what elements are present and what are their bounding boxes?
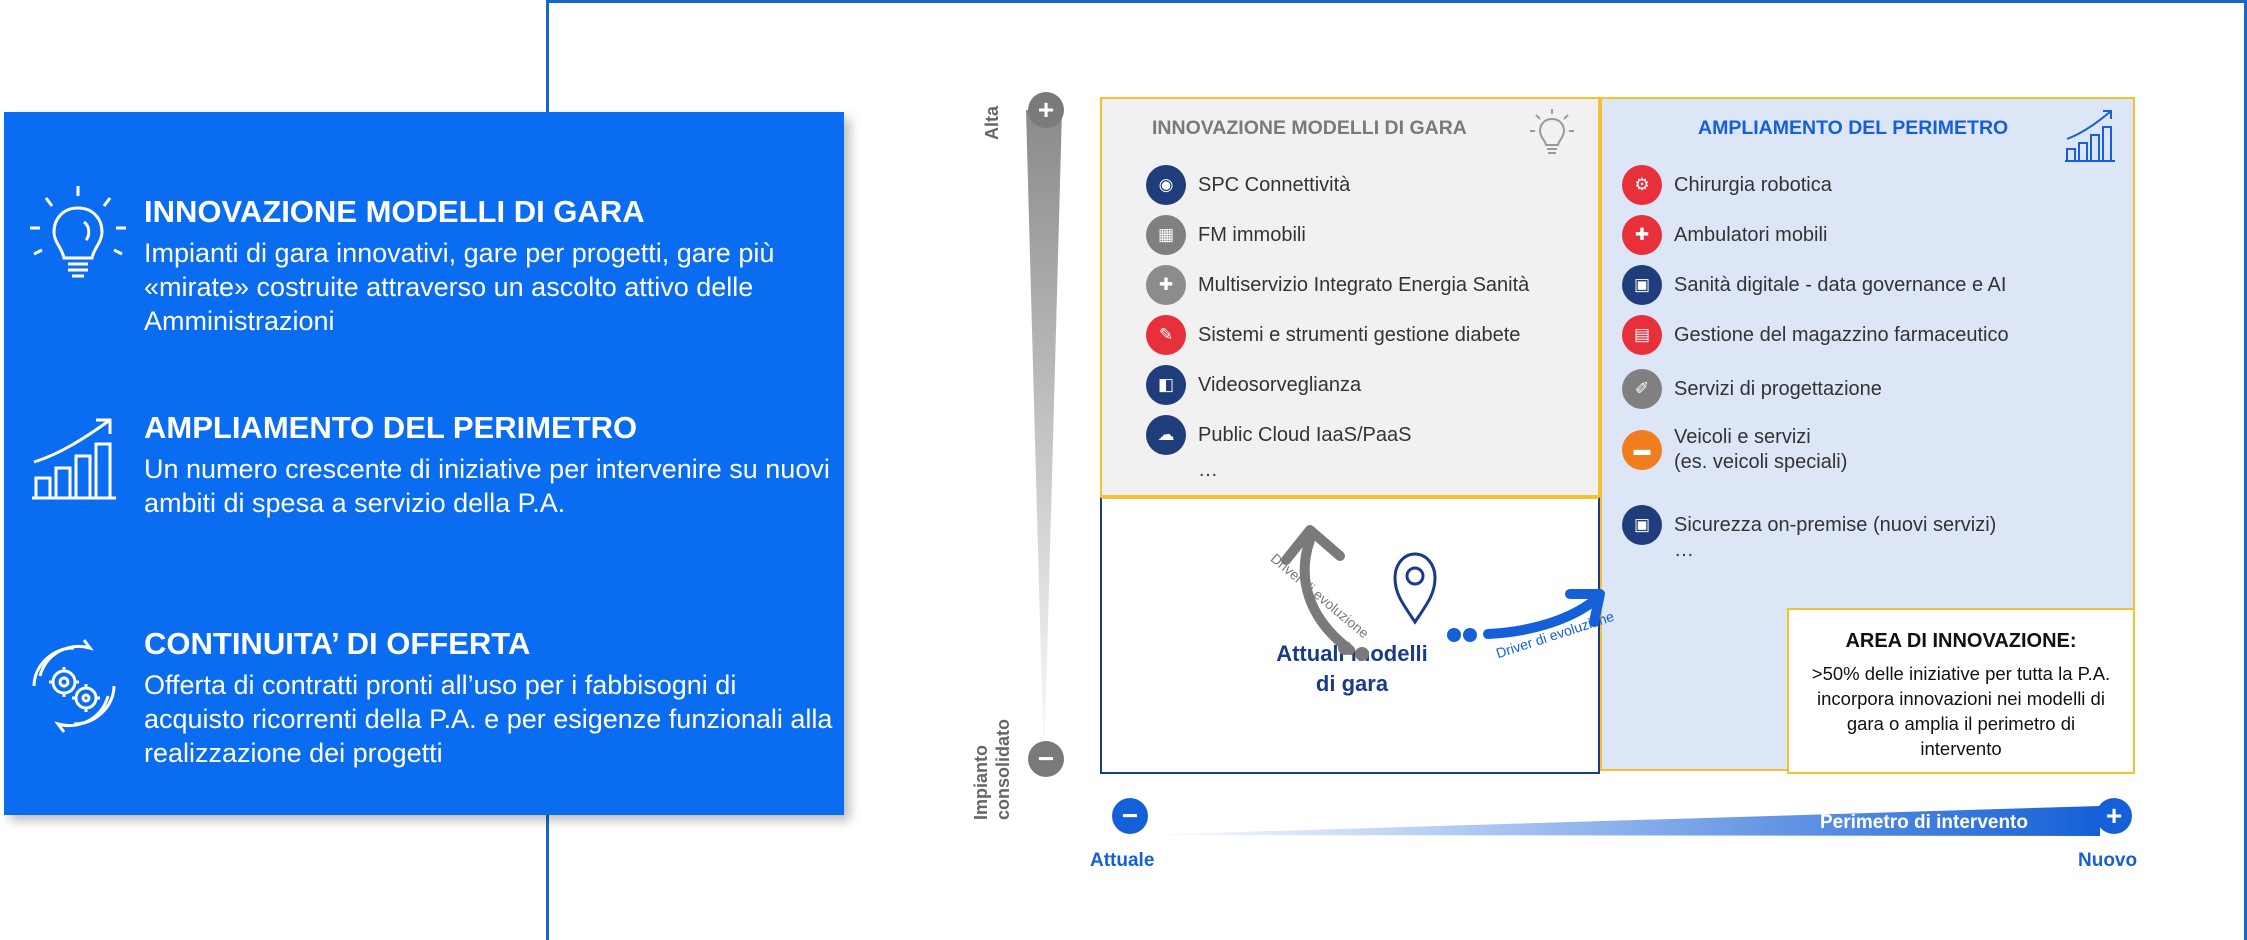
- driver-arrows: [1281, 525, 1605, 661]
- section-title: CONTINUITA’ DI OFFERTA: [144, 626, 531, 661]
- list-item: ☁Public Cloud IaaS/PaaS: [1146, 415, 1411, 455]
- growth-chart-icon: [2065, 110, 2115, 162]
- syringe-icon: ✎: [1146, 315, 1186, 355]
- y-axis-bottom-label: Impianto consolidato: [971, 718, 1013, 820]
- ambulance-icon: ✚: [1622, 215, 1662, 255]
- innovation-area-box: AREA DI INNOVAZIONE: >50% delle iniziati…: [1787, 608, 2135, 774]
- list-item: ▦FM immobili: [1146, 215, 1306, 255]
- list-item: ▤Gestione del magazzino farmaceutico: [1622, 315, 2009, 355]
- section-body: Un numero crescente di iniziative per in…: [144, 454, 830, 518]
- gears-cycle-icon: [24, 636, 132, 744]
- x-axis-minus-icon: −: [1112, 798, 1148, 834]
- cloud-icon: ☁: [1146, 415, 1186, 455]
- camera-icon: ◧: [1146, 365, 1186, 405]
- x-axis-wedge: [1140, 806, 2100, 836]
- innovation-matrix: Innovazione modelli Alta + Impianto cons…: [960, 60, 2160, 900]
- list-item: ▬Veicoli e servizi(es. veicoli speciali): [1622, 425, 1847, 475]
- section-title: INNOVAZIONE MODELLI DI GARA: [144, 194, 645, 229]
- security-icon: ▣: [1622, 505, 1662, 545]
- list-ellipsis: …: [1198, 459, 1218, 481]
- left-panel: INNOVAZIONE MODELLI DI GARA Impianti di …: [4, 112, 844, 815]
- y-axis-plus-icon: +: [1028, 92, 1064, 128]
- building-icon: ▦: [1146, 215, 1186, 255]
- section-innovation: INNOVAZIONE MODELLI DI GARA Impianti di …: [144, 194, 834, 338]
- hospital-icon: ✚: [1146, 265, 1186, 305]
- robot-arm-icon: ⚙: [1622, 165, 1662, 205]
- location-pin-icon: [1393, 552, 1437, 625]
- list-item: ▣Sicurezza on-premise (nuovi servizi): [1622, 505, 1996, 545]
- y-axis-label: Innovazione modelli: [1072, 148, 1094, 340]
- list-item: ✚Ambulatori mobili: [1622, 215, 1827, 255]
- list-item: ✐Servizi di progettazione: [1622, 369, 1882, 409]
- quadrant-innovation: INNOVAZIONE MODELLI DI GARA ◉SPC Connett…: [1100, 97, 1600, 497]
- design-icon: ✐: [1622, 369, 1662, 409]
- list-item: ✎Sistemi e strumenti gestione diabete: [1146, 315, 1520, 355]
- growth-chart-icon: [30, 414, 138, 522]
- x-axis-plus-icon: +: [2096, 798, 2132, 834]
- section-title: AMPLIAMENTO DEL PERIMETRO: [144, 410, 638, 445]
- list-ellipsis: …: [1674, 539, 1694, 561]
- lightbulb-icon: [24, 182, 132, 290]
- list-item: ⚙Chirurgia robotica: [1622, 165, 1832, 205]
- network-icon: ◉: [1146, 165, 1186, 205]
- y-axis-wedge: [1026, 110, 1062, 770]
- section-body: Impianti di gara innovativi, gare per pr…: [144, 238, 775, 336]
- section-continuity: CONTINUITA’ DI OFFERTA Offerta di contra…: [144, 626, 834, 770]
- pharmacy-icon: ▤: [1622, 315, 1662, 355]
- list-item: ◉SPC Connettività: [1146, 165, 1350, 205]
- quadrant-title: AMPLIAMENTO DEL PERIMETRO: [1698, 117, 2009, 139]
- innovation-area-body: >50% delle iniziative per tutta la P.A. …: [1811, 663, 2111, 759]
- lightbulb-icon: [1530, 109, 1574, 154]
- quadrant-title: INNOVAZIONE MODELLI DI GARA: [1152, 117, 1467, 139]
- x-axis-label: Perimetro di intervento: [1820, 812, 2028, 833]
- section-body: Offerta di contratti pronti all’uso per …: [144, 670, 833, 768]
- y-axis-top-label: Alta: [982, 105, 1002, 140]
- tablet-icon: ▣: [1622, 265, 1662, 305]
- y-axis-minus-icon: −: [1028, 741, 1064, 777]
- list-item: ✚Multiservizio Integrato Energia Sanità: [1146, 265, 1529, 305]
- list-item: ▣Sanità digitale - data governance e AI: [1622, 265, 2006, 305]
- list-item: ◧Videosorveglianza: [1146, 365, 1361, 405]
- vehicle-icon: ▬: [1622, 430, 1662, 470]
- x-axis-left-label: Attuale: [1090, 850, 1155, 871]
- section-perimeter: AMPLIAMENTO DEL PERIMETRO Un numero cres…: [144, 410, 834, 520]
- innovation-area-title: AREA DI INNOVAZIONE:: [1845, 630, 2077, 652]
- x-axis-right-label: Nuovo: [2078, 850, 2138, 871]
